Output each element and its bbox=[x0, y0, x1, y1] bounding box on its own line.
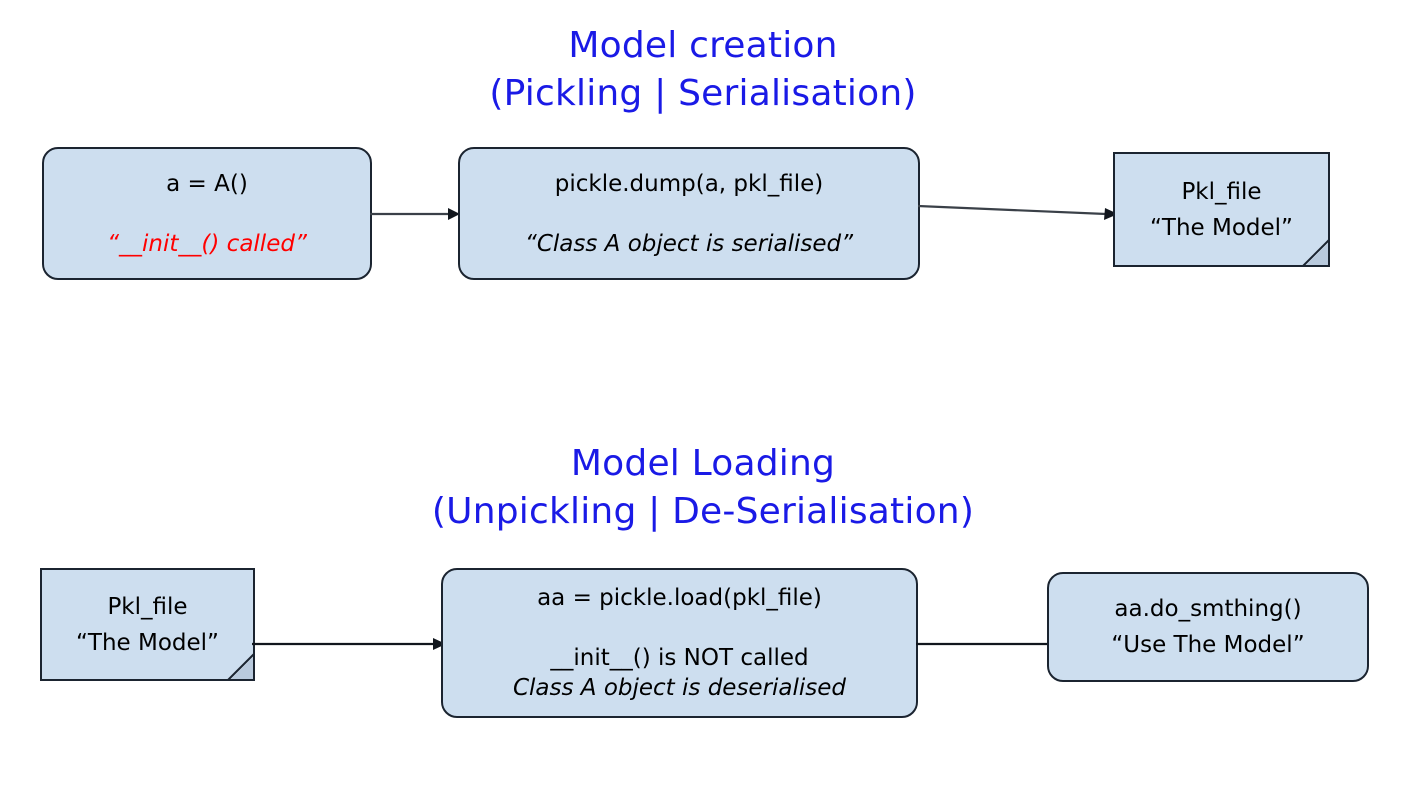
node-pkl-file-out-line-2: “The Model” bbox=[1150, 214, 1293, 241]
node-pickle-load-line-2: __init__() is NOT called bbox=[550, 645, 809, 671]
arrow-dump-to-file bbox=[917, 204, 1118, 220]
node-pickle-load-line-1: aa = pickle.load(pkl_file) bbox=[537, 585, 822, 611]
node-pkl-file-in-line-2: “The Model” bbox=[76, 629, 219, 656]
section-title-model-loading: Model Loading (Unpickling | De-Serialisa… bbox=[0, 440, 1406, 536]
section-title-line2: (Pickling | Serialisation) bbox=[489, 73, 917, 114]
node-pickle-load[interactable]: aa = pickle.load(pkl_file) __init__() is… bbox=[441, 568, 918, 718]
node-pickle-load-line-3: Class A object is deserialised bbox=[512, 675, 847, 701]
node-pkl-file-out[interactable]: Pkl_file “The Model” bbox=[1113, 152, 1330, 267]
node-create-object[interactable]: a = A() “__init__() called” bbox=[42, 147, 372, 280]
node-pickle-dump-line-1: pickle.dump(a, pkl_file) bbox=[554, 170, 824, 197]
section-title-line2: (Unpickling | De-Serialisation) bbox=[431, 491, 975, 532]
arrow-create-to-dump bbox=[370, 208, 460, 220]
node-pkl-file-in-body: Pkl_file “The Model” bbox=[40, 568, 255, 681]
section-title-line1: Model creation bbox=[568, 25, 838, 66]
node-create-object-line-2: “__init__() called” bbox=[107, 230, 307, 257]
node-pkl-file-out-body: Pkl_file “The Model” bbox=[1113, 152, 1330, 267]
section-title-line1: Model Loading bbox=[570, 443, 836, 484]
node-use-model-line-1: aa.do_smthing() bbox=[1114, 596, 1302, 622]
arrow-file-to-load bbox=[252, 638, 446, 650]
node-pkl-file-out-line-1: Pkl_file bbox=[1181, 178, 1262, 205]
node-pkl-file-in-line-1: Pkl_file bbox=[107, 593, 188, 620]
node-use-model-line-2: “Use The Model” bbox=[1111, 632, 1305, 658]
node-pickle-dump[interactable]: pickle.dump(a, pkl_file) “Class A object… bbox=[458, 147, 920, 280]
section-title-model-creation: Model creation (Pickling | Serialisation… bbox=[0, 22, 1406, 118]
node-pkl-file-in[interactable]: Pkl_file “The Model” bbox=[40, 568, 255, 681]
node-create-object-line-1: a = A() bbox=[166, 170, 248, 197]
node-pickle-dump-line-2: “Class A object is serialised” bbox=[524, 230, 854, 257]
node-use-model[interactable]: aa.do_smthing() “Use The Model” bbox=[1047, 572, 1369, 682]
